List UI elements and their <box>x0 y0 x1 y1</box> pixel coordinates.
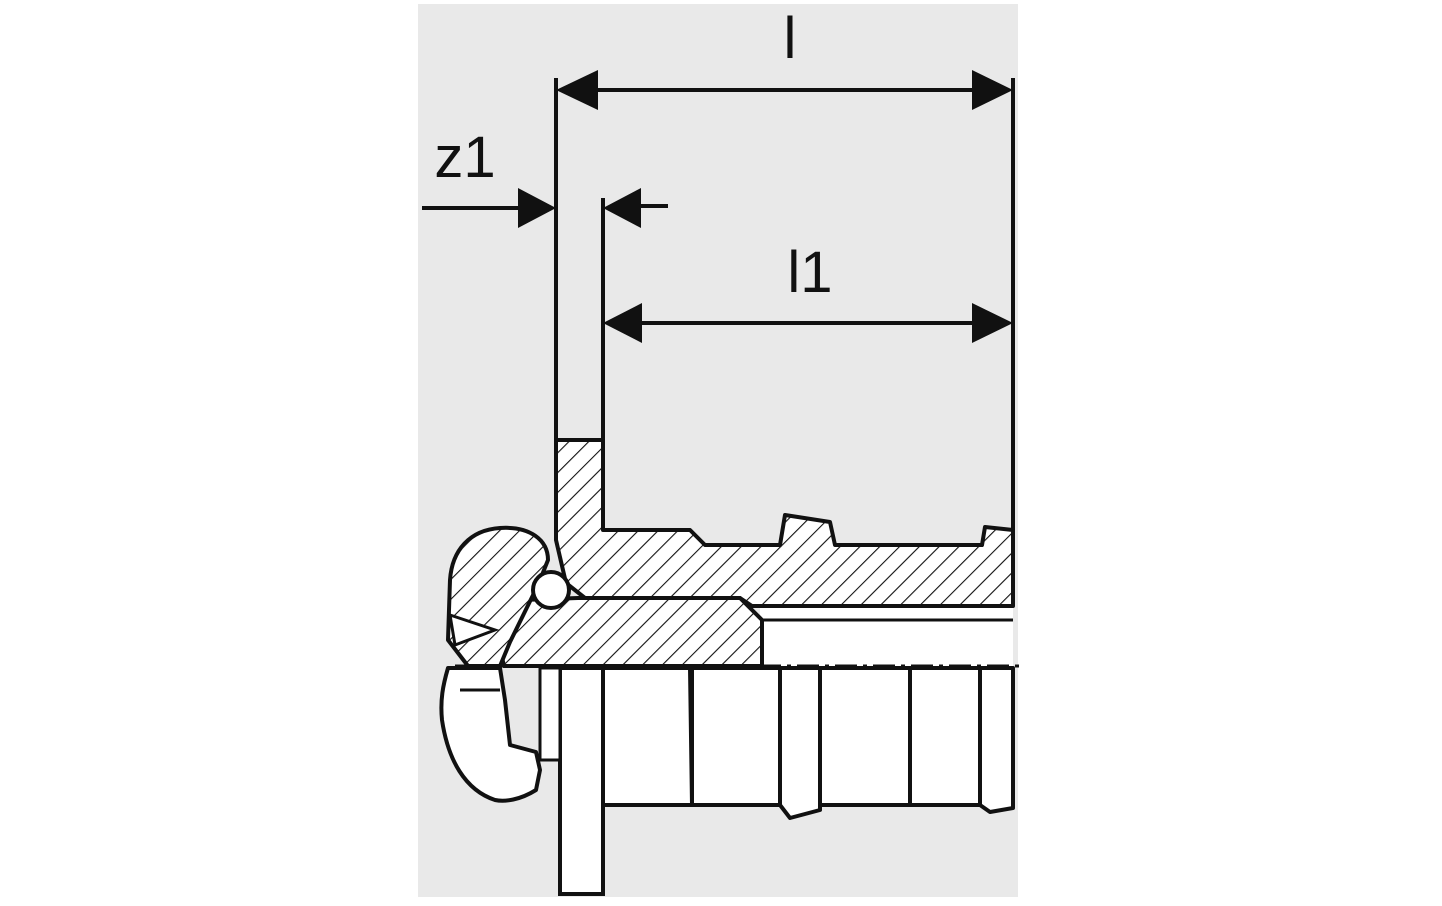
o-ring-icon <box>531 570 571 610</box>
sleeve-section <box>496 596 764 668</box>
body-exterior <box>601 666 695 807</box>
z1-arrowhead-left <box>518 188 556 228</box>
flange-plate <box>558 666 605 896</box>
clamp-ring-exterior <box>439 666 542 803</box>
dimension-z1: z1 <box>422 125 668 440</box>
bore-area <box>760 606 1013 666</box>
dimension-l: l <box>554 6 1015 530</box>
barb-1 <box>778 666 822 820</box>
label-z1: z1 <box>434 125 495 190</box>
arrowhead-right <box>972 70 1013 110</box>
ring-notch <box>448 612 500 648</box>
sleeve-exterior <box>538 666 562 762</box>
arrowhead-left <box>556 70 598 110</box>
barb-section-1 <box>690 666 782 807</box>
l1-arrowhead-left <box>603 303 642 343</box>
label-l: l <box>784 6 797 71</box>
sectional-view <box>446 438 1015 668</box>
label-l1: l1 <box>787 240 832 305</box>
barb-section-2 <box>818 666 912 807</box>
z1-arrowhead-right <box>603 188 641 228</box>
barb-3 <box>978 666 1015 814</box>
l1-arrowhead-right <box>972 303 1013 343</box>
exterior-view <box>439 666 1015 896</box>
barb-2 <box>908 666 982 807</box>
dimension-l1: l1 <box>603 240 1013 343</box>
